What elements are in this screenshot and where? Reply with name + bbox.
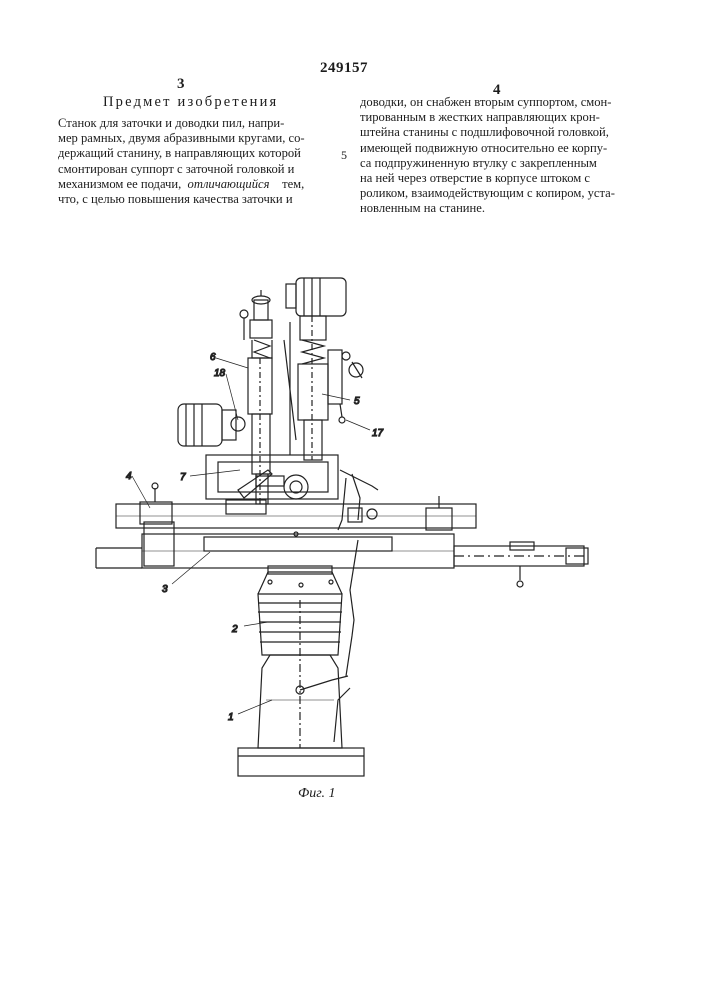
right-grinding-head xyxy=(284,316,363,460)
grinding-carriage xyxy=(206,455,338,514)
callout-4: 4 xyxy=(126,471,132,482)
upper-carriage xyxy=(116,483,476,530)
callout-17: 17 xyxy=(372,428,384,439)
guide-rail xyxy=(454,542,588,587)
machine-base xyxy=(238,748,364,776)
adjust-knob xyxy=(339,404,345,423)
callout-1: 1 xyxy=(228,712,234,723)
callout-2: 2 xyxy=(231,624,238,635)
machine-table xyxy=(96,522,454,587)
feed-lever xyxy=(338,470,378,530)
ribbed-body xyxy=(258,566,342,655)
leader-lines xyxy=(132,358,370,714)
callout-6: 6 xyxy=(210,352,216,363)
left-motor xyxy=(178,404,245,446)
side-lever xyxy=(296,540,358,742)
callout-7: 7 xyxy=(180,472,186,483)
left-grinding-head xyxy=(240,290,272,504)
callout-3: 3 xyxy=(162,584,168,595)
figure-caption: Фиг. 1 xyxy=(298,786,336,802)
callout-5: 5 xyxy=(354,396,360,407)
right-motor xyxy=(286,278,346,316)
callout-18: 18 xyxy=(214,368,226,379)
